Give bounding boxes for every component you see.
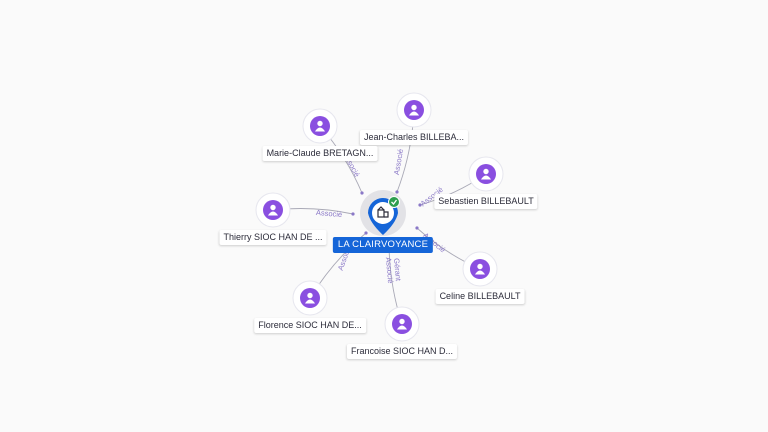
check-mark-icon bbox=[391, 199, 398, 205]
company-name-label[interactable]: LA CLAIRVOYANCE bbox=[332, 237, 434, 253]
person-icon bbox=[409, 104, 419, 116]
person-name-label[interactable]: Florence SIOC HAN DE... bbox=[254, 318, 366, 333]
edge-arrow-dot bbox=[395, 190, 399, 194]
person-name-label[interactable]: Jean-Charles BILLEBA... bbox=[359, 130, 469, 145]
edge-arrow-dot bbox=[351, 212, 355, 216]
check-badge-icon bbox=[388, 196, 400, 208]
edge-arrow-dot bbox=[418, 203, 422, 207]
person-icon bbox=[315, 120, 325, 132]
edge-arrow-dot bbox=[415, 226, 419, 230]
person-name-label[interactable]: Celine BILLEBAULT bbox=[435, 289, 525, 304]
person-name-label[interactable]: Thierry SIOC HAN DE ... bbox=[219, 230, 327, 245]
edge-arrow-dot bbox=[364, 231, 368, 235]
edge-role-label: Associé bbox=[316, 208, 343, 219]
edge-role-label: GérantAssocié bbox=[384, 256, 403, 284]
person-icon bbox=[397, 318, 407, 330]
person-icon bbox=[268, 204, 278, 216]
person-name-label[interactable]: Marie-Claude BRETAGN... bbox=[262, 146, 378, 161]
person-icon bbox=[305, 292, 315, 304]
person-name-label[interactable]: Sebastien BILLEBAULT bbox=[434, 194, 538, 209]
person-icon bbox=[475, 263, 485, 275]
edge-arrow-dot bbox=[360, 191, 364, 195]
company-node-inner bbox=[372, 202, 394, 224]
edge-role-label: Associé bbox=[392, 148, 405, 175]
building-icon bbox=[377, 206, 389, 218]
person-icon bbox=[481, 168, 491, 180]
person-name-label[interactable]: Francoise SIOC HAN D... bbox=[346, 344, 458, 359]
